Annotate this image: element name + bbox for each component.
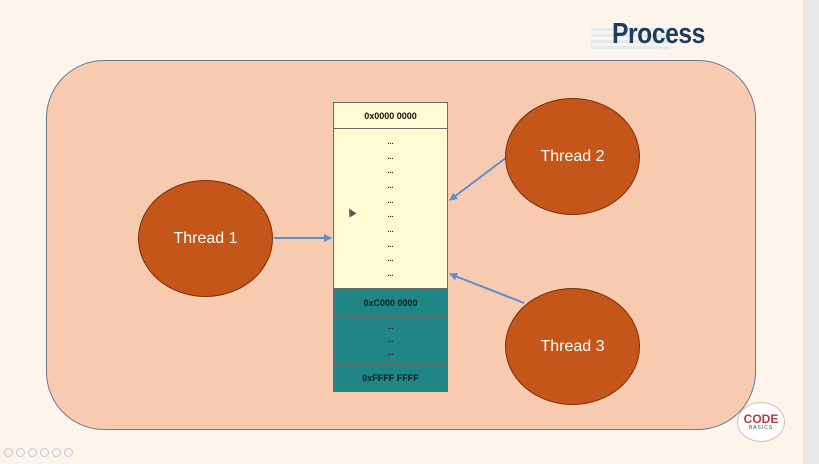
memory-dot: ...	[387, 138, 394, 146]
memory-dot: ...	[387, 337, 394, 344]
memory-dot: ...	[387, 197, 394, 205]
more-icon[interactable]	[64, 448, 73, 457]
memory-top-address: 0x0000 0000	[334, 103, 447, 129]
slides-icon[interactable]	[40, 448, 49, 457]
memory-dot: ...	[387, 256, 394, 264]
memory-mid-address: 0xC000 0000	[334, 289, 447, 317]
memory-dot: ...	[387, 168, 394, 176]
codebasics-logo: CODE BASICS	[737, 402, 785, 442]
memory-dot: ...	[387, 324, 394, 331]
memory-dot: ...	[387, 226, 394, 234]
title-decoration	[591, 28, 669, 50]
thread-3-node: Thread 3	[505, 288, 640, 405]
memory-dot: ...	[387, 212, 394, 220]
thread-1-node: Thread 1	[138, 180, 273, 297]
memory-address-space: 0x0000 0000 ... ... ... ... ... ... ... …	[333, 102, 448, 392]
zoom-icon[interactable]	[52, 448, 61, 457]
pen-icon[interactable]	[28, 448, 37, 457]
next-icon[interactable]	[16, 448, 25, 457]
slide-toolbar	[4, 448, 73, 457]
memory-dot: ...	[387, 153, 394, 161]
thread-2-node: Thread 2	[505, 98, 640, 215]
memory-dot: ...	[387, 241, 394, 249]
memory-user-space: ... ... ... ... ... ... ... ... ... ...	[334, 129, 447, 289]
thread-3-arrow	[449, 272, 525, 304]
prev-icon[interactable]	[4, 448, 13, 457]
memory-dot: ...	[387, 350, 394, 357]
memory-kernel-space: ... ... ...	[334, 317, 447, 365]
memory-dot: ...	[387, 271, 394, 279]
slide-title: Process	[612, 18, 705, 50]
memory-bottom-address: 0xFFFF FFFF	[334, 365, 447, 391]
memory-dot: ...	[387, 182, 394, 190]
thread-2-arrow	[449, 156, 508, 201]
